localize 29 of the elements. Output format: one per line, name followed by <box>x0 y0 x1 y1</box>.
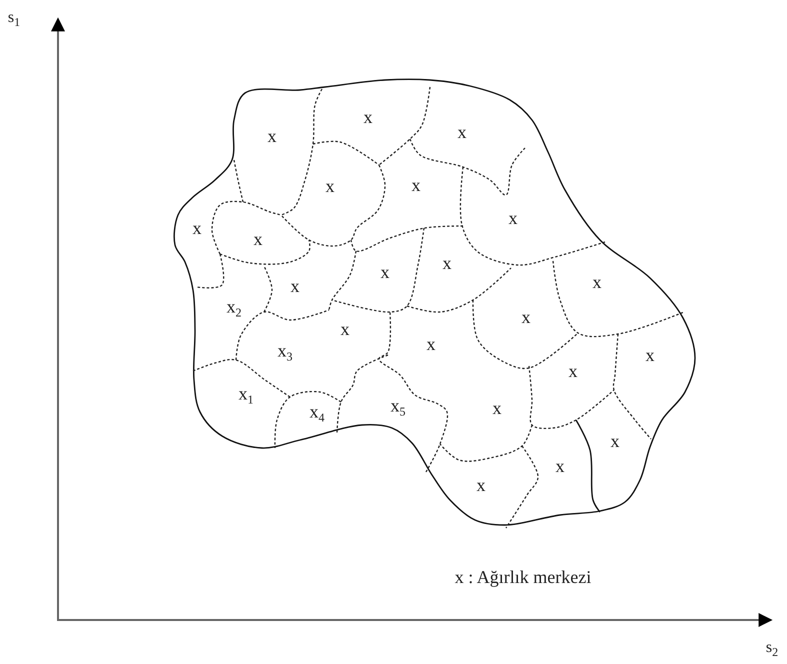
centroid-mark: x <box>476 476 486 494</box>
centroid-mark: x <box>380 263 390 282</box>
centroid-mark: x$_{1}$ <box>238 384 254 406</box>
centroid-mark: x <box>340 320 350 338</box>
centroid-mark: x <box>522 308 530 326</box>
axis-label: s$_{2}$ <box>766 640 778 658</box>
centroid-mark: x <box>492 399 502 418</box>
centroid-mark: x <box>442 254 452 272</box>
centroid-mark: x$_{3}$ <box>278 341 292 362</box>
centroid-mark: x$_{2}$ <box>226 297 242 318</box>
centroid-mark: x <box>508 209 518 228</box>
centroid-mark: x <box>592 273 602 292</box>
centroid-mark: x$_{5}$ <box>390 396 406 418</box>
centroid-mark: x <box>326 177 334 196</box>
centroid-mark: x <box>610 432 620 450</box>
centroid-mark: x <box>568 362 578 380</box>
centroid-mark: x <box>412 176 420 194</box>
centroid-mark: x <box>426 335 436 354</box>
centroid-mark: x <box>254 230 262 248</box>
centroid-mark: x <box>192 219 202 238</box>
centroid-mark: x <box>268 127 276 146</box>
centroid-mark: x <box>290 277 300 296</box>
centroid-mark: x$_{4}$ <box>310 402 324 424</box>
centroid-mark: x <box>646 346 654 364</box>
centroid-mark: x <box>556 457 564 476</box>
axis-label: s$_{1}$ <box>8 10 20 28</box>
legend-note: x : Ağırlık merkezi <box>454 568 592 586</box>
centroid-mark: x <box>364 108 372 126</box>
centroid-mark: x <box>458 123 466 142</box>
